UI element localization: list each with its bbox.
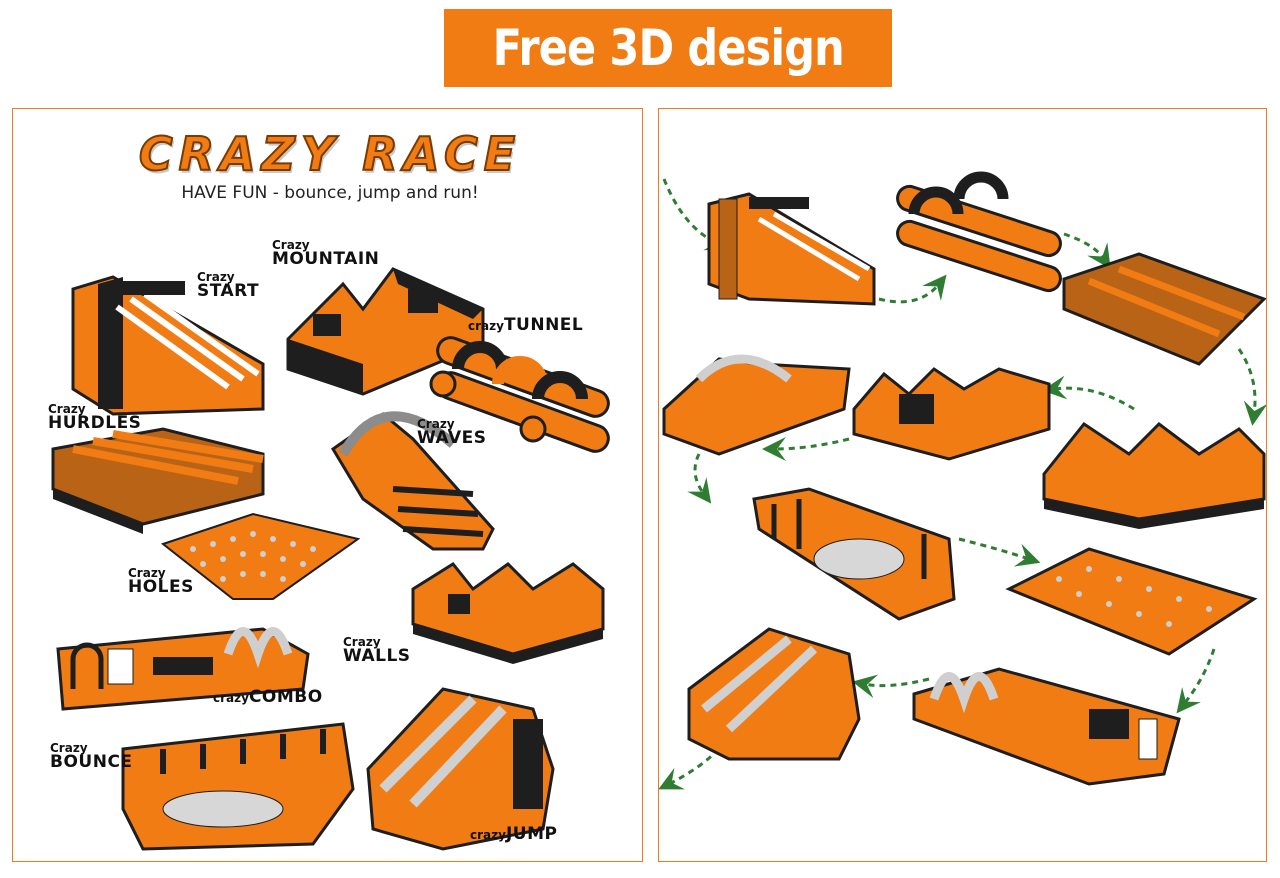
label-prefix: Crazy [272,238,310,252]
label-start: Crazy START [197,271,259,300]
label-prefix: Crazy [128,566,166,580]
label-name: WAVES [417,428,487,448]
label-hurdles: Crazy HURDLES [48,403,141,432]
layout-waves [662,354,851,456]
label-prefix: Crazy [48,402,86,416]
label-name: JUMP [505,824,558,844]
label-name: HURDLES [48,413,142,433]
label-name: TUNNEL [503,315,584,335]
layout-walls [852,367,1051,461]
banner-title: Free 3D design [492,19,844,77]
catalog-illustrations [51,267,610,851]
label-prefix: Crazy [417,417,455,431]
label-name: BOUNCE [50,752,133,772]
mountain-illustration [286,267,485,396]
tunnel-illustration [429,336,610,453]
layout-holes [1005,547,1258,656]
course-layout-panel [658,108,1267,862]
free-3d-design-banner: Free 3D design [444,9,892,87]
bounce-illustration [121,722,355,851]
waves-illustration [330,411,495,551]
label-holes: Crazy HOLES [128,567,194,596]
holes-illustration [160,512,361,600]
label-prefix: Crazy [197,270,235,284]
label-tunnel: crazyTUNNEL [468,317,583,334]
walls-illustration [411,562,605,664]
crazy-race-catalog-panel: CRAZY RACE HAVE FUN - bounce, jump and r… [12,108,643,862]
hurdles-illustration [51,427,265,534]
layout-bounce [752,487,956,621]
label-combo: crazyCOMBO [213,689,323,706]
label-jump: crazyJUMP [470,826,557,843]
course-flow-illustrations [659,171,1266,790]
layout-mountain [1042,421,1266,529]
label-prefix: crazy [213,691,249,705]
label-name: COMBO [248,687,323,707]
label-name: START [197,281,260,301]
label-prefix: Crazy [343,635,381,649]
label-name: MOUNTAIN [272,249,380,269]
combo-illustration [56,627,310,711]
label-walls: Crazy WALLS [343,636,411,665]
jump-illustration [366,687,555,851]
tagline: HAVE FUN - bounce, jump and run! [181,183,479,203]
crazy-race-logo: CRAZY RACE [138,126,522,182]
label-mountain: Crazy MOUNTAIN [272,239,379,268]
layout-start-slide [707,192,876,306]
label-prefix: crazy [468,319,504,333]
layout-tunnel [896,171,1062,293]
start-slide-illustration [71,275,265,416]
layout-hurdles [1062,252,1266,366]
label-name: WALLS [343,646,411,666]
layout-jump [687,627,861,761]
layout-combo [912,667,1181,786]
label-prefix: Crazy [50,741,88,755]
label-waves: Crazy WAVES [417,418,487,447]
label-name: HOLES [128,577,194,597]
label-prefix: crazy [470,828,506,842]
label-bounce: Crazy BOUNCE [50,742,133,771]
